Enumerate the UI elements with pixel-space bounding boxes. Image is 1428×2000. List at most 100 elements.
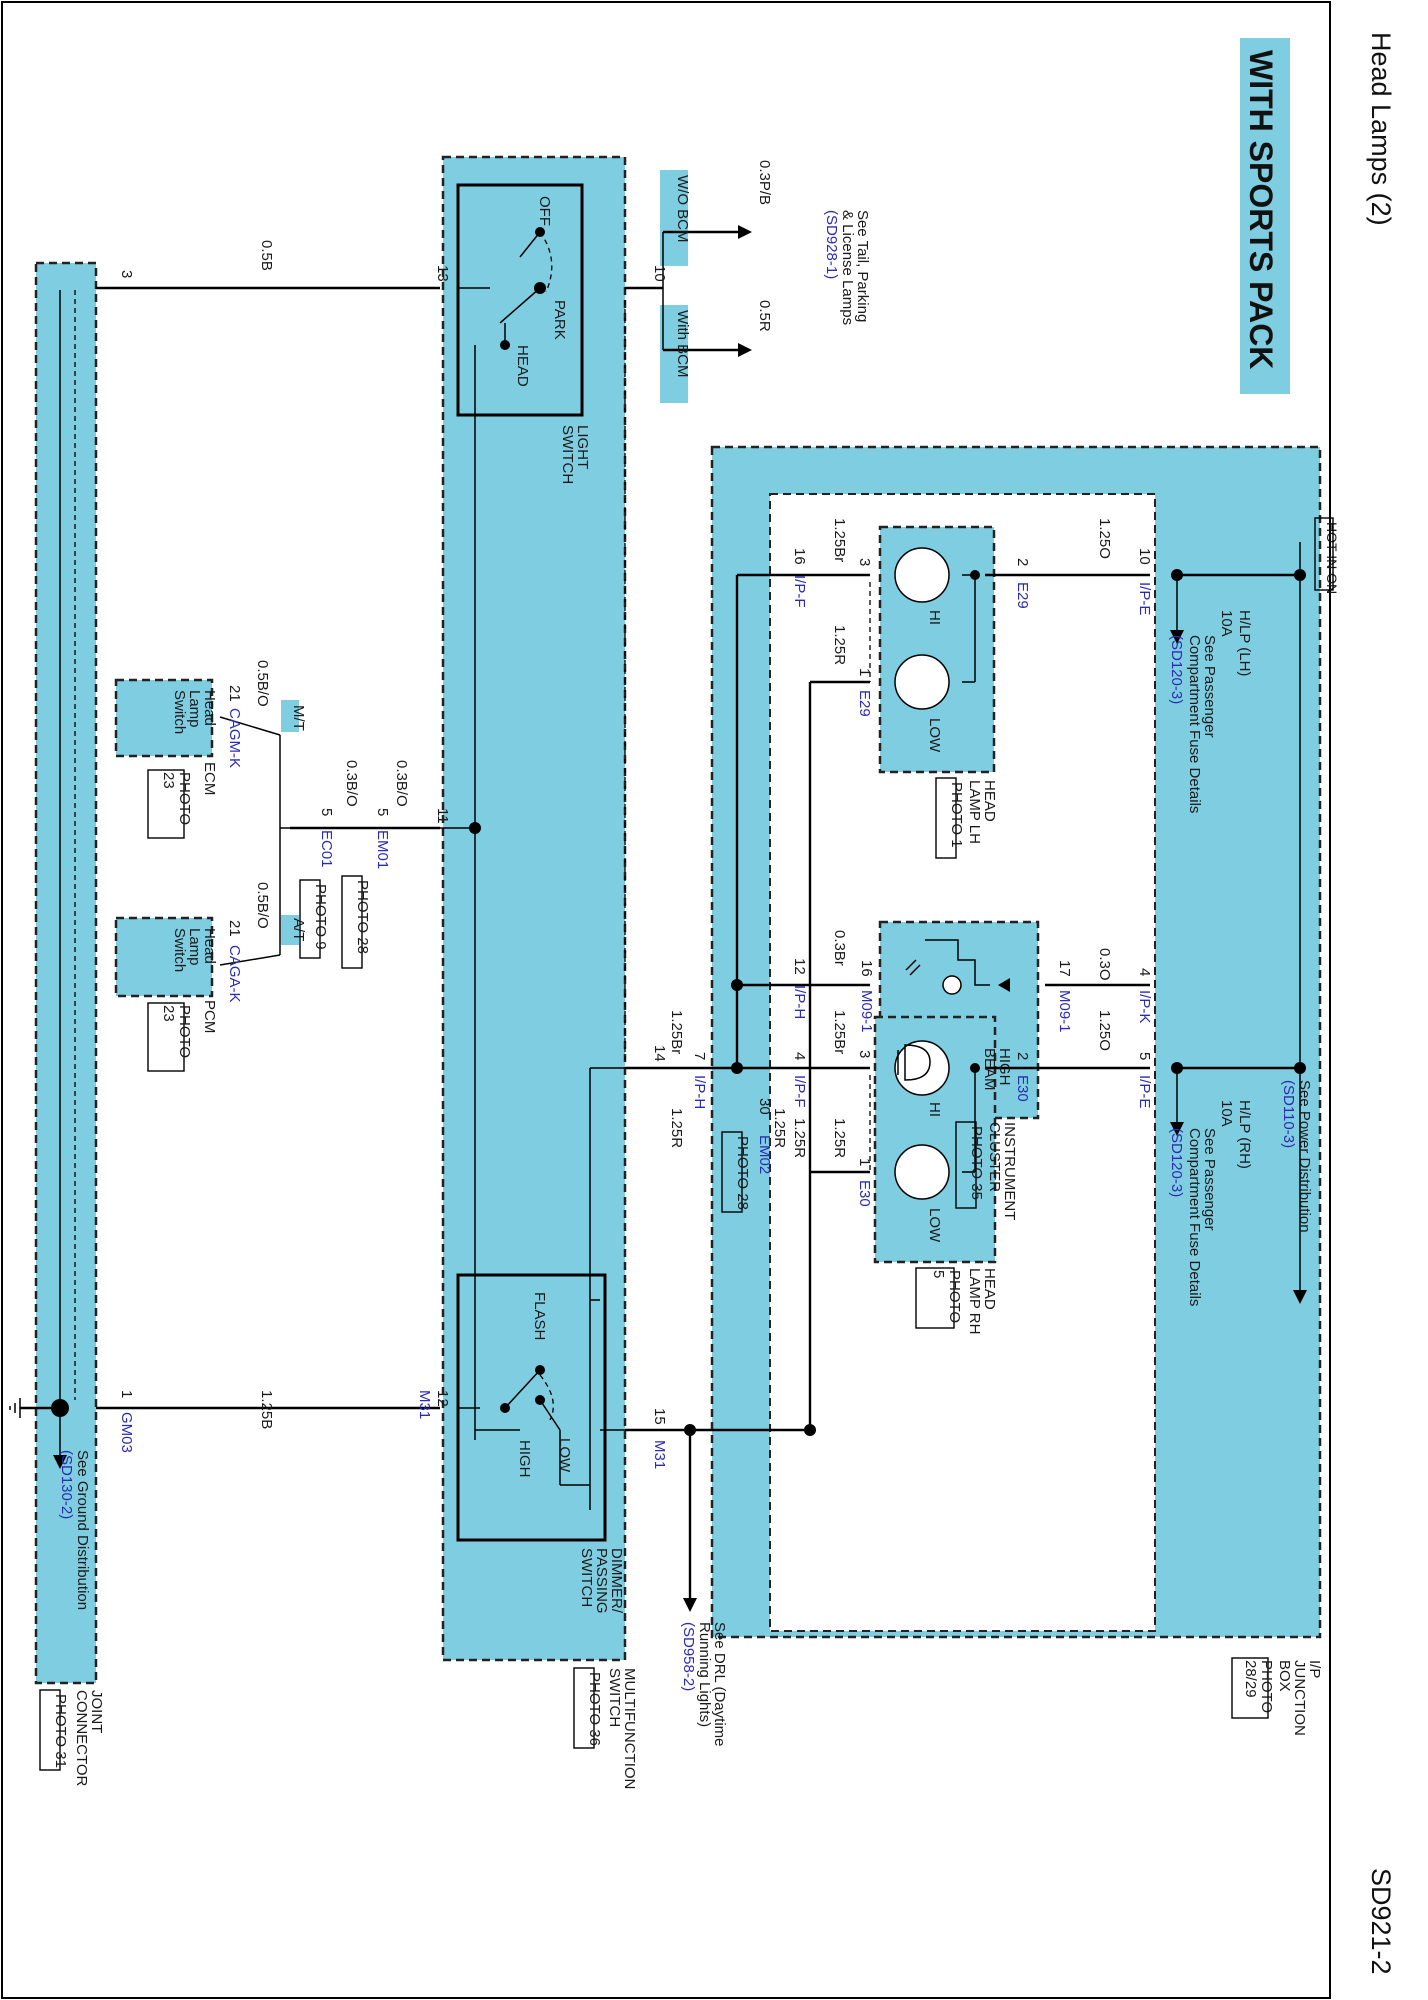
label-connectors-e30: E30	[1014, 1075, 1031, 1102]
label-connectors-em01: EM01	[374, 830, 391, 869]
label-with-bcm: With BCM	[674, 310, 691, 378]
label-lamp-rh-photo1: PHOTO	[946, 1270, 963, 1323]
label-connectors-w-em02b: 1.25R	[771, 1108, 788, 1148]
label-connectors-em01-photo: PHOTO 28	[354, 880, 371, 954]
label-connectors-iph: I/P-H	[791, 985, 808, 1019]
label-connectors-m09b: M09-1	[858, 990, 875, 1033]
label-light-switch-l1: LIGHT	[574, 425, 591, 469]
label-lamp-rh-l2: LAMP RH	[966, 1268, 983, 1334]
label-pcm-box1: Head	[201, 928, 218, 964]
pcm-switch-box	[114, 916, 214, 998]
label-connectors-w-ls13: 0.5B	[258, 240, 275, 271]
label-connectors-m17: 17	[1056, 960, 1073, 977]
label-connectors-em01-5: 5	[374, 808, 391, 816]
label-fuse-rh-ref2: Compartment Fuse Details	[1186, 1128, 1203, 1306]
label-fuse-rh-rating: 10A	[1218, 1100, 1235, 1127]
label-pcm-photo2: 23	[160, 1005, 177, 1022]
label-tail-ref-l3: (SD928-1)	[823, 210, 840, 279]
label-connectors-w-m31-15: 1.25R	[668, 1108, 685, 1148]
label-joint-l1: JOINT	[88, 1690, 105, 1733]
light-switch-box	[456, 183, 584, 417]
label-cluster-hb1: HIGH	[996, 1048, 1013, 1086]
label-connectors-m16: 16	[858, 960, 875, 977]
label-connectors-w-ipk: 0.3O	[1096, 948, 1113, 981]
label-connectors-e29b: E29	[856, 690, 873, 717]
label-tail-ref-l2: & License Lamps	[839, 210, 856, 325]
label-connectors-w-em02a: 1.25R	[791, 1118, 808, 1158]
mt-tag	[281, 700, 299, 732]
label-tail-ref-l1: See Tail, Parking	[854, 210, 871, 322]
label-connectors-w-gnd: 1.25B	[258, 1390, 275, 1429]
label-drl-ref-l1: See DRL (Daytime	[711, 1622, 728, 1746]
label-mfs-photo: PHOTO 36	[586, 1672, 603, 1746]
label-connectors-m31-12: 12	[434, 1390, 451, 1407]
label-ecm-tag: M/T	[290, 705, 307, 731]
label-connectors-ipe2: I/P-E	[1136, 1075, 1153, 1108]
label-ijb-line3: BOX	[1276, 1660, 1293, 1692]
label-ecm-photo2: 23	[160, 772, 177, 789]
label-ground-ref-l2: (SD130-2)	[58, 1450, 75, 1519]
label-connectors-gm03: GM03	[118, 1412, 135, 1453]
label-fuse-rh-name: H/LP (RH)	[1236, 1100, 1253, 1169]
label-cluster-hb2: BEAM	[981, 1048, 998, 1091]
label-ground-ref-l1: See Ground Distribution	[74, 1450, 91, 1610]
label-fuse-lh-name: H/LP (LH)	[1236, 610, 1253, 676]
label-ecm-box1: Head	[201, 690, 218, 726]
label-light-switch-l2: SWITCH	[559, 425, 576, 484]
label-connectors-ipe5: 5	[1136, 1052, 1153, 1060]
page-title: Head Lamps (2)	[1366, 32, 1396, 226]
label-joint-l2: CONNECTOR	[73, 1690, 90, 1787]
label-lamp-lh-hi: HI	[926, 610, 943, 625]
label-connectors-w-mfs14: 1.25Br	[668, 1010, 685, 1054]
joint-connector-box	[34, 261, 98, 1685]
label-lamp-lh-photo: PHOTO 1	[948, 782, 965, 848]
label-dimmer-l3: SWITCH	[578, 1548, 595, 1607]
label-lamp-rh-photo2: 5	[930, 1270, 947, 1278]
label-cluster-l2: CLUSTER	[986, 1122, 1003, 1192]
label-pcm-pin: 21	[226, 920, 243, 937]
label-light-switch-off: OFF	[536, 196, 553, 226]
label-connectors-w-rh-low: 1.25R	[831, 1118, 848, 1158]
label-connectors-w-iph: 0.3Br	[831, 930, 848, 966]
sports-pack-banner	[1240, 38, 1290, 394]
label-connectors-m31: M31	[651, 1440, 668, 1469]
label-fuse-lh-ref2: Compartment Fuse Details	[1186, 635, 1203, 813]
label-fuse-lh-ref1: See Passenger	[1201, 635, 1218, 738]
label-dimmer-high: HIGH	[516, 1440, 533, 1478]
label-wo-bcm: W/O BCM	[674, 175, 691, 243]
label-connectors-iph2: I/P-H	[691, 1075, 708, 1109]
label-connectors-ec01-5: 5	[318, 808, 335, 816]
label-connectors-ls10: 10	[651, 265, 668, 282]
label-connectors-e29-1: 1	[856, 668, 873, 676]
label-connectors-em02-photo: PHOTO 28	[734, 1136, 751, 1210]
label-connectors-m31-15: 15	[651, 1408, 668, 1425]
label-lamp-rh-low: LOW	[926, 1208, 943, 1243]
label-connectors-iph12: 12	[791, 958, 808, 975]
label-pcm-name: PCM	[201, 1000, 218, 1033]
label-connectors-w-ec01: 0.3B/O	[343, 760, 360, 807]
label-ijb-photo2: 28/29	[1242, 1660, 1259, 1698]
label-dimmer-l1: DIMMER/	[608, 1548, 625, 1614]
label-pcm-box3: Switch	[171, 928, 188, 972]
label-ijb-line2: JUNCTION	[1291, 1660, 1308, 1736]
label-connectors-mfs14: 14	[651, 1045, 668, 1062]
label-connectors-w-lh-hi: 1.25Br	[831, 518, 848, 562]
label-pcm-conn: CAGA-K	[226, 945, 243, 1003]
label-dimmer-flash: FLASH	[531, 1292, 548, 1340]
label-ref-power-line1: See Power Distribution	[1296, 1080, 1313, 1233]
label-lamp-rh-l1: HEAD	[981, 1268, 998, 1310]
wo-bcm-tag	[660, 170, 688, 266]
label-connectors-e30b: E30	[856, 1180, 873, 1207]
label-ecm-conn: CAGM-K	[226, 708, 243, 768]
label-connectors-ipf4: 4	[791, 1052, 808, 1060]
label-ijb-line1: I/P	[1306, 1660, 1323, 1678]
label-light-switch-head: HEAD	[514, 345, 531, 387]
label-pcm-wire: 0.5B/O	[254, 882, 271, 929]
label-joint-photo: PHOTO 31	[52, 1694, 69, 1768]
label-connectors-jc3: 3	[118, 270, 135, 278]
hot-in-on-label: HOT IN ON	[1324, 522, 1340, 594]
label-ecm-photo1: PHOTO	[176, 772, 193, 825]
label-connectors-e30-1: 1	[856, 1158, 873, 1166]
label-connectors-ipe: I/P-E	[1136, 582, 1153, 615]
